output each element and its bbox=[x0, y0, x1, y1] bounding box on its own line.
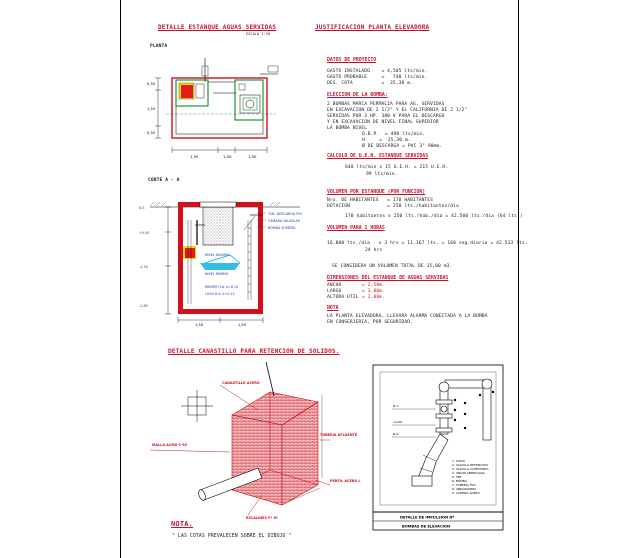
pump-title: ELECCION DE LA BOMBA: bbox=[327, 93, 388, 98]
detail-legend-7: 7. TUBERIA PVC bbox=[452, 483, 476, 487]
detail-legend-3: 3. VALVULA COMPUERTA bbox=[452, 467, 489, 471]
ueh-formula: 640 lts/min x 15 U.E.H. = 215 U.E.H. bbox=[345, 165, 449, 170]
section-note-5: NIVEL MINIMO bbox=[205, 272, 229, 276]
project-data-title: DATOS DE PROYECTO bbox=[327, 58, 377, 63]
note-text: " LAS COTAS PREVALECEN SOBRE EL DIBUJO " bbox=[172, 534, 292, 539]
plan-height-1: 0,30 bbox=[147, 82, 156, 86]
section-note-4: NIVEL MAXIMO bbox=[205, 253, 230, 257]
tank-detail-title: DETALLE ESTANQUE AGUAS SERVIDAS bbox=[158, 24, 277, 31]
ueh-title: CALCULO DE U.E.H. ESTANQUE SERVIDAS bbox=[327, 154, 429, 159]
plan-label: PLANTA bbox=[150, 44, 168, 49]
plan-dim-1: 1,50 bbox=[190, 154, 199, 159]
detail-level-2: +0,00 bbox=[393, 420, 402, 424]
nota-text-1: LA PLANTA ELEVADORA, LLEVARA ALARMA CONE… bbox=[327, 314, 488, 319]
plan-height-3: 0,30 bbox=[147, 131, 156, 135]
section-level-280: -2,80 bbox=[139, 304, 148, 308]
pump-text-3: SERVIDAS POR 3 HP. 380 V PARA EL DESCARG… bbox=[327, 114, 445, 119]
dims-label-3: ALTURA UTIL bbox=[327, 295, 359, 300]
dims-value-3: = 2,00m. bbox=[362, 295, 385, 300]
project-data-3: DES. COTA = 35,30 m. bbox=[327, 81, 413, 86]
section-note-3: BOMBA SUMERG. bbox=[268, 226, 297, 230]
detail-title-1: DETALLE DE IMPULSION Nº bbox=[400, 516, 454, 520]
dims-value-1: = 2,50m. bbox=[362, 283, 385, 288]
dims-title: DIMENSIONES DEL ESTANQUE DE AGUAS SERVID… bbox=[327, 276, 449, 281]
note-title: NOTA. bbox=[171, 520, 194, 528]
pump-text-4: Y EN EXCAVACION DE NIVEL FINAL SUPERIOR bbox=[327, 120, 439, 125]
chamber-note-2: MALLA ACMA C-92 bbox=[152, 443, 188, 447]
nota-text-2: EN CONSERJERIA, POR SEGURIDAD. bbox=[327, 320, 413, 325]
project-data-2: GASTO PROBABLE = 740 lts/min. bbox=[327, 75, 428, 80]
chamber-note-5: TUBERIA AFLUENTE bbox=[320, 433, 358, 437]
section-note-2: CAMARA VALVULAS bbox=[268, 219, 300, 223]
pump-text-5: LA BOMBA NIVEL bbox=[327, 126, 368, 131]
volume-title: VOLUMEN POR ESTANQUE (POR FUNCION) bbox=[327, 190, 426, 195]
chamber-note-4: PERFIL ACERO L bbox=[330, 479, 361, 483]
chamber-note-3: ESCALINES Fº Gº bbox=[246, 516, 278, 520]
detail-legend-4: 4. UNION AMERICANA bbox=[452, 471, 486, 475]
day-formula: 16.000 lts./dia x 3 hrs = 11.167 lts. = … bbox=[327, 241, 528, 246]
plan-height-2: 1,50 bbox=[147, 107, 156, 111]
volume-formula: 170 habitantes x 250 lts./hab./dia = 42.… bbox=[345, 214, 523, 219]
plan-dim-3: 1,50 bbox=[248, 154, 257, 159]
section-level-0: +0,00 bbox=[139, 231, 149, 235]
pump-value-1: Q.B.P. = 490 lts/min. bbox=[362, 132, 426, 137]
plan-dim-2: 1,00 bbox=[223, 154, 232, 159]
section-dim-2: 1,50 bbox=[238, 323, 247, 327]
tank-scale: ESCALA 1:50 bbox=[246, 32, 271, 36]
section-note-6: RADIER H.A. e=0,15 bbox=[205, 285, 238, 289]
chamber-3d-view: CANASTILLO ACERO MALLA ACMA C-92 ESCALIN… bbox=[149, 361, 361, 520]
nota-title: NOTA bbox=[327, 306, 339, 311]
day-title: VOLUMEN PARA 1 HORAS bbox=[327, 226, 385, 231]
section-note-1: TUB. DESCARGA PVC bbox=[267, 212, 303, 216]
drawing-sheet bbox=[120, 0, 519, 558]
project-data-1: GASTO INSTALADO = 4,505 lts/min. bbox=[327, 69, 428, 74]
detail-level-1: N.T. bbox=[393, 404, 399, 408]
dims-label-2: LARGO bbox=[327, 289, 342, 294]
justification-title: JUSTIFICACION PLANTA ELEVADORA bbox=[315, 24, 430, 31]
detail-title-2: BOMBAS DE ELEVACION bbox=[402, 525, 450, 529]
section-level-nt: N.T. bbox=[139, 206, 146, 210]
plan-view: 1,50 1,00 1,50 0,30 1,50 0,30 bbox=[147, 58, 279, 159]
detail-legend-8: 8. ABRAZADERA bbox=[452, 487, 477, 491]
detail-legend-2: 2. VALVULA RETENCION bbox=[452, 463, 488, 467]
pump-text-2: EN EXCAVACION DE 2 1/2" Y EL CALIFORNIA … bbox=[327, 108, 468, 113]
chamber-detail-title: DETALLE CANASTILLO PARA RETENCION DE SOL… bbox=[168, 348, 340, 355]
detail-legend-5: 5. TEE bbox=[452, 475, 462, 479]
section-dim-1: 1,50 bbox=[195, 323, 204, 327]
detail-level-3: N.A. bbox=[393, 432, 399, 436]
detail-legend-9: 9. CADENA ACERO bbox=[452, 491, 480, 495]
pump-text-1: 2 BOMBAS MARCA PERMALIA PARA AG. SERVIDA… bbox=[327, 102, 445, 107]
pump-detail-view: DETALLE DE IMPULSION Nº BOMBAS DE ELEVAC… bbox=[372, 364, 504, 531]
detail-legend-6: 6. BOMBA bbox=[452, 479, 468, 483]
chamber-note-1: CANASTILLO ACERO bbox=[222, 381, 260, 385]
volume-line-1: Nro. DE HABITANTES = 170 HABITANTES bbox=[327, 198, 434, 203]
pump-value-3: Ø DE DESCARGA = PVC 3" 90mm. bbox=[362, 144, 443, 149]
section-view: N.T. +0,00 -1,50 -2,80 TUB. DESCARGA PVC… bbox=[139, 201, 303, 327]
volume-line-2: DOTACION = 250 lts./habitantes/dia bbox=[327, 204, 459, 209]
pump-value-2: H = 35,30 m. bbox=[362, 138, 411, 143]
detail-legend-1: 1. CODO bbox=[452, 459, 466, 463]
tank-volume: SE CONSIDERA UN VOLUMEN TOTAL DE 15,00 m… bbox=[332, 264, 453, 269]
dims-label-1: ANCHO bbox=[327, 283, 342, 288]
dims-value-2: = 3,00m. bbox=[362, 289, 385, 294]
crosshair-symbol bbox=[181, 390, 213, 422]
section-level-150: -1,50 bbox=[139, 265, 148, 269]
day-unit: 24 hrs bbox=[365, 248, 383, 253]
section-label: CORTE A - A bbox=[148, 178, 180, 183]
section-note-7: LOSA H.A. e=0,12 bbox=[205, 292, 235, 296]
ueh-result: 99 lts/min. bbox=[366, 172, 398, 177]
